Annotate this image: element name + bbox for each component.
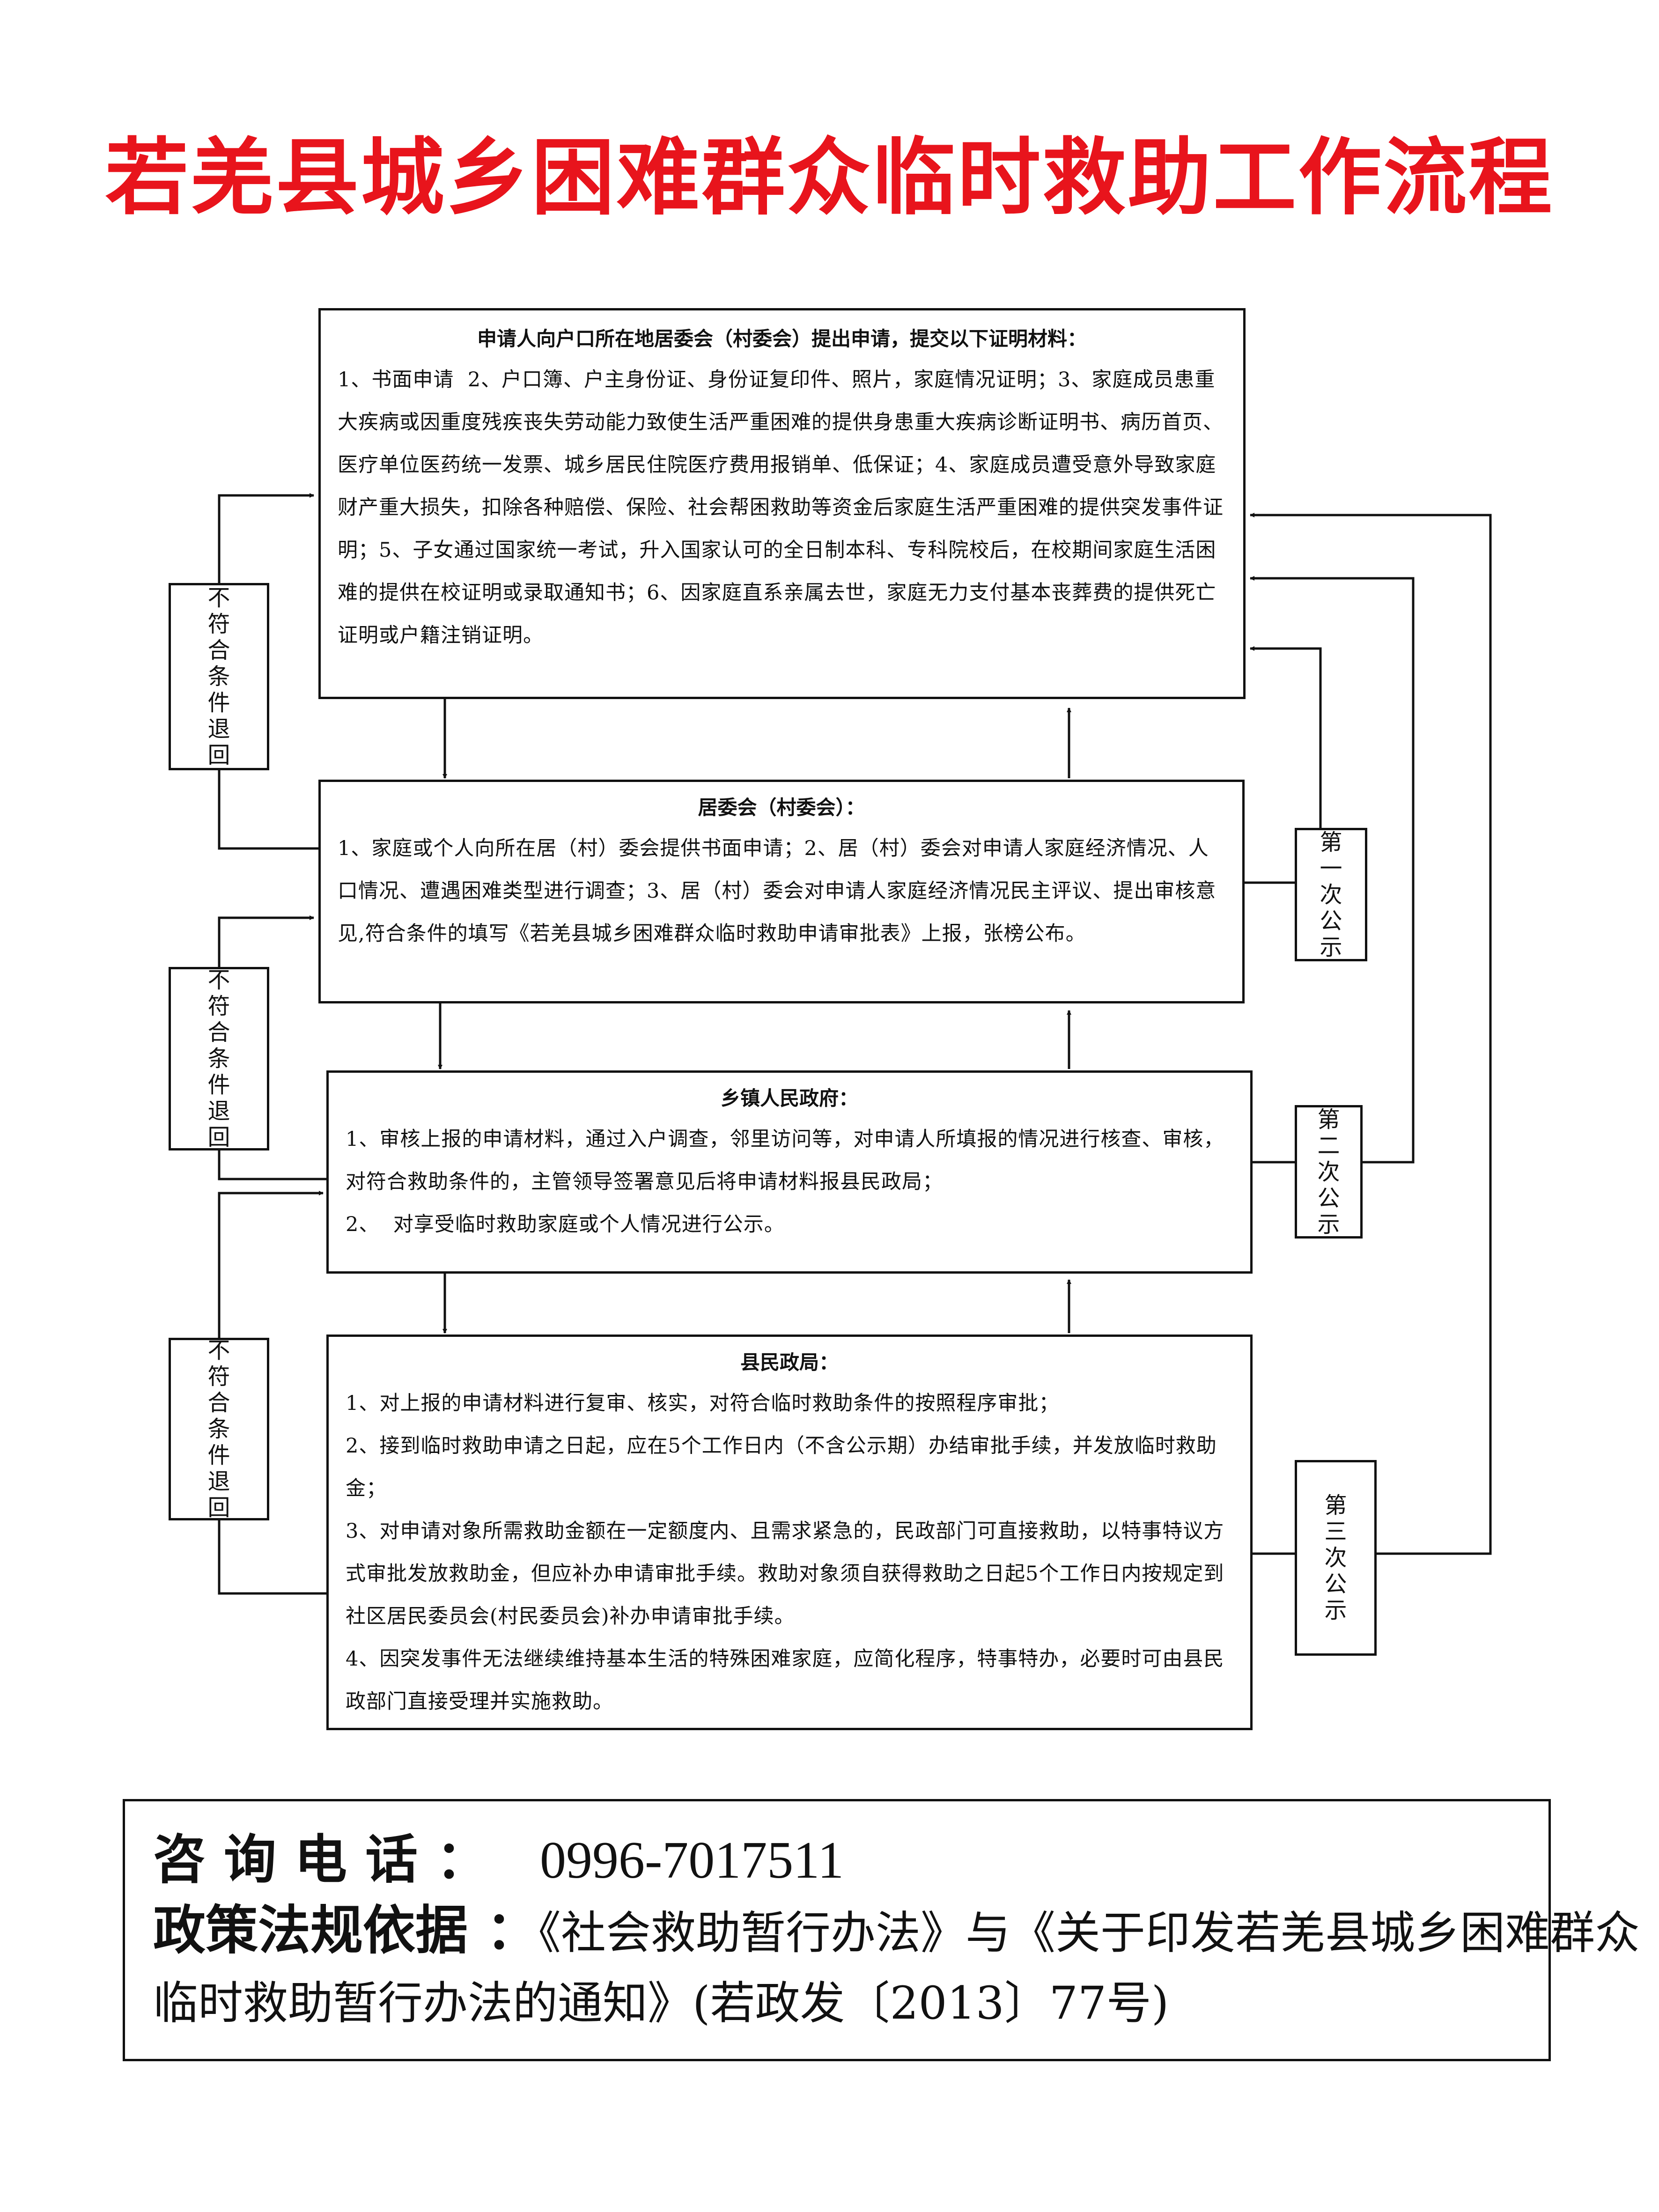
apply-body: 1、书面申请 2、户口簿、户主身份证、身份证复印件、照片，家庭情况证明；3、家庭… — [338, 368, 1224, 647]
apply-box: 申请人向户口所在地居委会（村委会）提出申请，提交以下证明材料： 1、书面申请 2… — [318, 308, 1246, 699]
return3-box: 不符合条件退回 — [169, 1337, 269, 1521]
county-body: 1、对上报的申请材料进行复审、核实，对符合临时救助条件的按照程序审批； 2、接到… — [346, 1391, 1224, 1713]
notice1-label: 第一次公示 — [1320, 829, 1342, 960]
village-heading: 居委会（村委会）： — [698, 796, 865, 819]
notice3-label: 第三次公示 — [1324, 1492, 1347, 1623]
town-box: 乡镇人民政府： 1、审核上报的申请材料，通过入户调查，邻里访问等，对申请人所填报… — [326, 1070, 1253, 1274]
county-heading: 县民政局： — [740, 1351, 839, 1374]
page-title: 若羌县城乡困难群众临时救助工作流程 — [105, 128, 1554, 226]
return3-label: 不符合条件退回 — [207, 1337, 230, 1521]
notice2-out — [1250, 576, 1415, 1164]
notice3-box: 第三次公示 — [1295, 1460, 1377, 1656]
village-body: 1、家庭或个人向所在居（村）委会提供书面申请；2、居（村）委会对申请人家庭经济情… — [338, 836, 1217, 945]
town-body: 1、审核上报的申请材料，通过入户调查，邻里访问等，对申请人所填报的情况进行核查、… — [346, 1127, 1224, 1236]
return1-box: 不符合条件退回 — [169, 583, 269, 770]
policy-line1: 《社会救助暂行办法》与《关于印发若羌县城乡困难群众 — [538, 1907, 1640, 1959]
county-box: 县民政局： 1、对上报的申请材料进行复审、核实，对符合临时救助条件的按照程序审批… — [326, 1335, 1253, 1730]
return2-label: 不符合条件退回 — [207, 967, 230, 1150]
return2-box: 不符合条件退回 — [169, 967, 269, 1150]
policy-row: 政策法规依据 ：《社会救助暂行办法》与《关于印发若羌县城乡困难群众 — [153, 1895, 1640, 1968]
policy-line2: 临时救助暂行办法的通知》(若政发〔2013〕77号) — [153, 1977, 1169, 2029]
notice1-out — [1250, 646, 1322, 828]
apply-heading: 申请人向户口所在地居委会（村委会）提出申请，提交以下证明材料： — [477, 327, 1087, 350]
notice1-box: 第一次公示 — [1295, 828, 1367, 961]
notice2-label: 第二次公示 — [1317, 1106, 1340, 1238]
contact-footer: 咨 询 电 话 ： 0996-7017511 政策法规依据 ：《社会救助暂行办法》… — [123, 1799, 1640, 2061]
town-heading: 乡镇人民政府： — [720, 1087, 858, 1110]
return1-label: 不符合条件退回 — [207, 585, 230, 768]
phone-row: 咨 询 电 话 ： 0996-7017511 — [153, 1825, 1520, 1895]
phone-label: 咨 询 电 话 ： — [153, 1829, 488, 1890]
village-box: 居委会（村委会）： 1、家庭或个人向所在居（村）委会提供书面申请；2、居（村）委… — [318, 780, 1245, 1003]
notice2-box: 第二次公示 — [1295, 1105, 1363, 1239]
policy-label: 政策法规依据 ： — [153, 1900, 538, 1961]
notice3-out — [1250, 513, 1492, 1555]
phone-number: 0996-7017511 — [539, 1831, 844, 1889]
